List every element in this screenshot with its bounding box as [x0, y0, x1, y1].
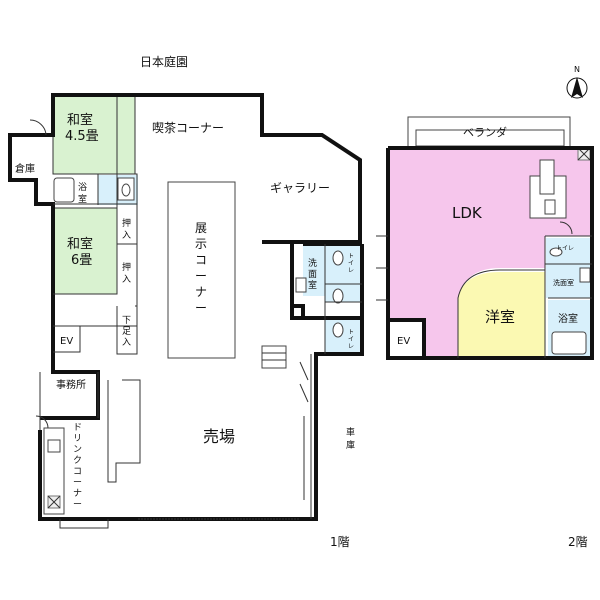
washitsu-45-label: 和室 4.5畳: [65, 112, 99, 144]
toilet-1-label: トイレ: [348, 253, 354, 274]
ev-2f-label: EV: [397, 336, 410, 347]
exhibit-box: [167, 181, 236, 359]
toilet-2f-label: トイレ: [556, 245, 574, 252]
sink-icon: [579, 267, 591, 283]
washroom-1-label: 洗面室: [308, 257, 317, 291]
closet-2-label: 押入: [122, 261, 131, 285]
compass-label: N: [574, 65, 580, 74]
sink-icon: [295, 277, 307, 293]
western-room-area: [458, 272, 545, 358]
sales-floor-label: 売場: [203, 427, 235, 446]
washroom-1-area: [303, 244, 325, 296]
office-label: 事務所: [56, 378, 86, 391]
ldk-label: LDK: [452, 204, 483, 222]
toilet-icon: [332, 322, 344, 338]
toilet-1-area: [325, 244, 362, 284]
closet-1-label: 押入: [122, 217, 131, 241]
toilet-icon: [332, 288, 344, 304]
washitsu-6-label: 和室 6畳: [67, 236, 97, 268]
drink-corner-label: ドリンクコーナー: [73, 423, 82, 510]
toilet-icon: [332, 250, 344, 266]
toilet-2-label: トイレ: [348, 329, 354, 350]
floor1-level-label: 1階: [330, 534, 350, 549]
toilet-1b-area: [325, 284, 362, 302]
toilet-2-area: [325, 318, 362, 354]
washroom-2f-label: 洗面室: [553, 278, 574, 287]
compass-icon: N: [566, 65, 588, 99]
toilet-icon: [549, 247, 563, 257]
bathtub-icon: [53, 177, 75, 203]
garden-label: 日本庭園: [140, 54, 188, 69]
cafe-corner-label: 喫茶コーナー: [152, 120, 224, 135]
bath-1-label: 浴室: [78, 182, 87, 205]
stairs-icon: [261, 345, 287, 369]
veranda-label: ベランダ: [463, 125, 507, 139]
western-room-label: 洋室: [485, 308, 515, 326]
floor1-left-wall: [8, 93, 135, 294]
bathtub-icon: [551, 331, 587, 355]
floor2-level-label: 2階: [568, 534, 588, 549]
floor2-outer-wall: [386, 146, 594, 360]
storage-label: 倉庫: [15, 162, 35, 175]
floor-2: ベランダ LDK トイレ 洗面室 洋室 浴室 EV 2階: [376, 116, 594, 549]
exhibit-corner-label: 展示コーナー: [195, 221, 207, 315]
floor-1: 和室 4.5畳 和室 6畳 倉庫 浴室 押入 押入 下足入 EV 事務所 ドリン…: [8, 93, 364, 549]
shoe-closet-label: 下足入: [122, 316, 131, 348]
bath-2f-label: 浴室: [558, 312, 578, 325]
gallery-label: ギャラリー: [270, 181, 330, 195]
ev-1-label: EV: [60, 336, 73, 347]
garage-label: 車庫: [346, 426, 355, 451]
